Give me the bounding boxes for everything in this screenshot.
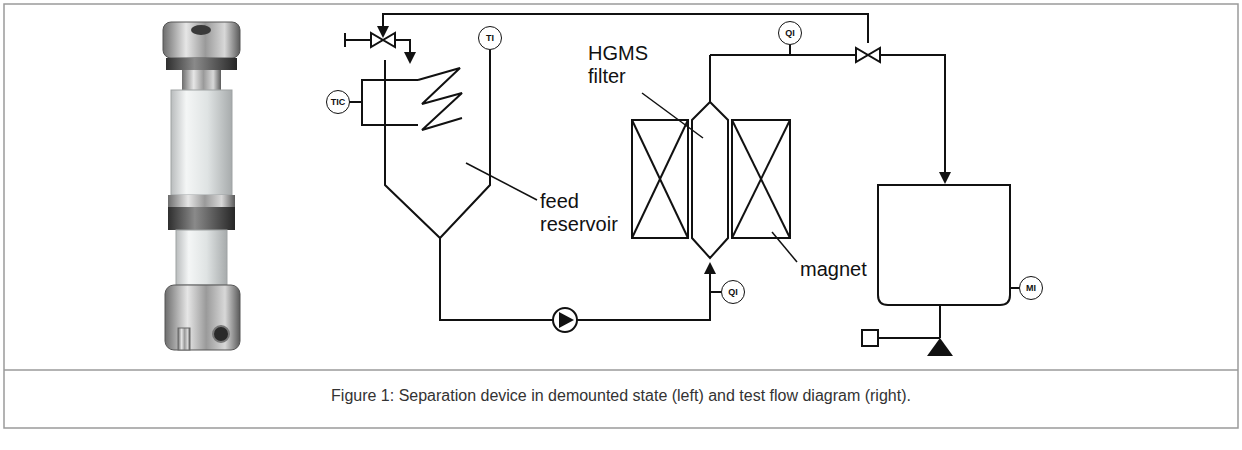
figure-caption: Figure 1: Separation device in demounted… (10, 386, 1232, 406)
figure-frame (4, 4, 1238, 428)
instrument-tag: TIC (331, 98, 346, 107)
caption-separator (4, 369, 1238, 371)
device-photo (163, 22, 240, 350)
instrument-bubble: QI (778, 21, 802, 45)
instrument-tag: QI (785, 29, 795, 38)
instrument-bubble: TIC (326, 90, 350, 114)
instrument-bubble: MI (1019, 276, 1043, 300)
part-label: magnet (800, 258, 890, 281)
instrument-bubble: TI (478, 26, 502, 50)
instrument-tag: QI (728, 288, 738, 297)
instrument-tag: TI (486, 34, 494, 43)
instrument-tag: MI (1026, 284, 1036, 293)
instrument-bubble: QI (721, 280, 745, 304)
flow-symbols (377, 26, 953, 356)
part-label: feed reservoir (540, 190, 640, 236)
part-label: HGMS filter (588, 42, 668, 88)
flow-lines (345, 14, 1019, 346)
